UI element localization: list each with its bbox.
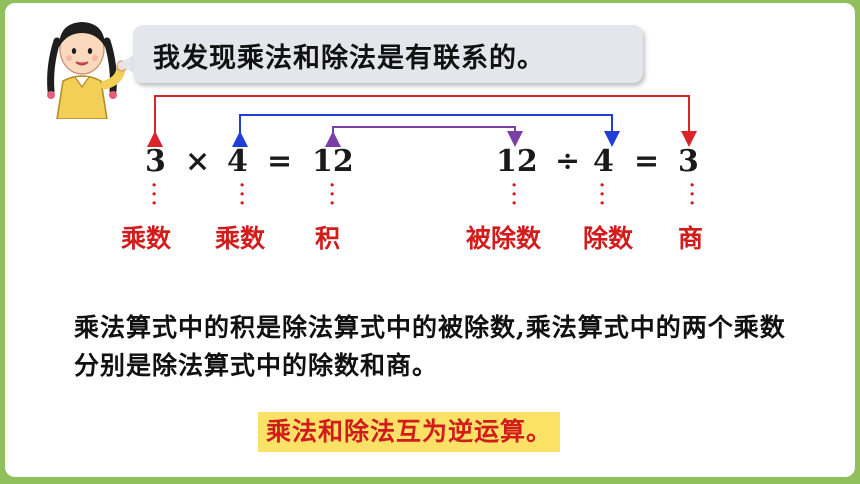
div-equals: = xyxy=(634,144,660,179)
div-divisor: 4 xyxy=(593,144,614,179)
label-factor-1: 乘数 xyxy=(121,224,172,253)
mult-equals: = xyxy=(267,144,293,179)
div-operator: ÷ xyxy=(555,144,581,179)
label-factor-2: 乘数 xyxy=(215,224,266,253)
label-dividend: 被除数 xyxy=(466,224,542,253)
label-product: 积 xyxy=(315,224,341,253)
dotted-connector: ··· xyxy=(151,175,158,214)
speech-bubble-text: 我发现乘法和除法是有联系的。 xyxy=(153,43,545,74)
speech-bubble: 我发现乘法和除法是有联系的。 xyxy=(133,25,643,83)
arrow-factor-to-divisor xyxy=(232,114,620,147)
dotted-connector: ··· xyxy=(689,175,696,214)
mult-operator: × xyxy=(185,144,211,179)
dotted-connector: ··· xyxy=(599,175,606,214)
relation-arrows xyxy=(147,95,697,147)
label-divisor: 除数 xyxy=(583,224,634,253)
mult-factor-1: 3 xyxy=(145,144,166,179)
dotted-connector: ··· xyxy=(239,175,246,214)
arrow-product-to-dividend xyxy=(325,126,523,147)
summary-text: 乘法算式中的积是除法算式中的被除数,乘法算式中的两个乘数分别是除法算式中的除数和… xyxy=(74,313,786,380)
div-dividend: 12 xyxy=(496,144,538,179)
mult-product: 12 xyxy=(312,144,354,179)
mult-factor-2: 4 xyxy=(227,144,248,179)
slide: 我发现乘法和除法是有联系的。 3 × 4 = 12 12 ÷ 4 = 3 ···… xyxy=(5,3,855,477)
speech-bubble-tail xyxy=(117,55,134,73)
div-quotient: 3 xyxy=(678,144,699,179)
dotted-connector: ··· xyxy=(329,175,336,214)
arrow-factor-to-quotient xyxy=(147,95,697,147)
conclusion-highlight: 乘法和除法互为逆运算。 xyxy=(258,412,561,452)
label-quotient: 商 xyxy=(678,224,704,253)
dotted-connector: ··· xyxy=(511,175,518,214)
